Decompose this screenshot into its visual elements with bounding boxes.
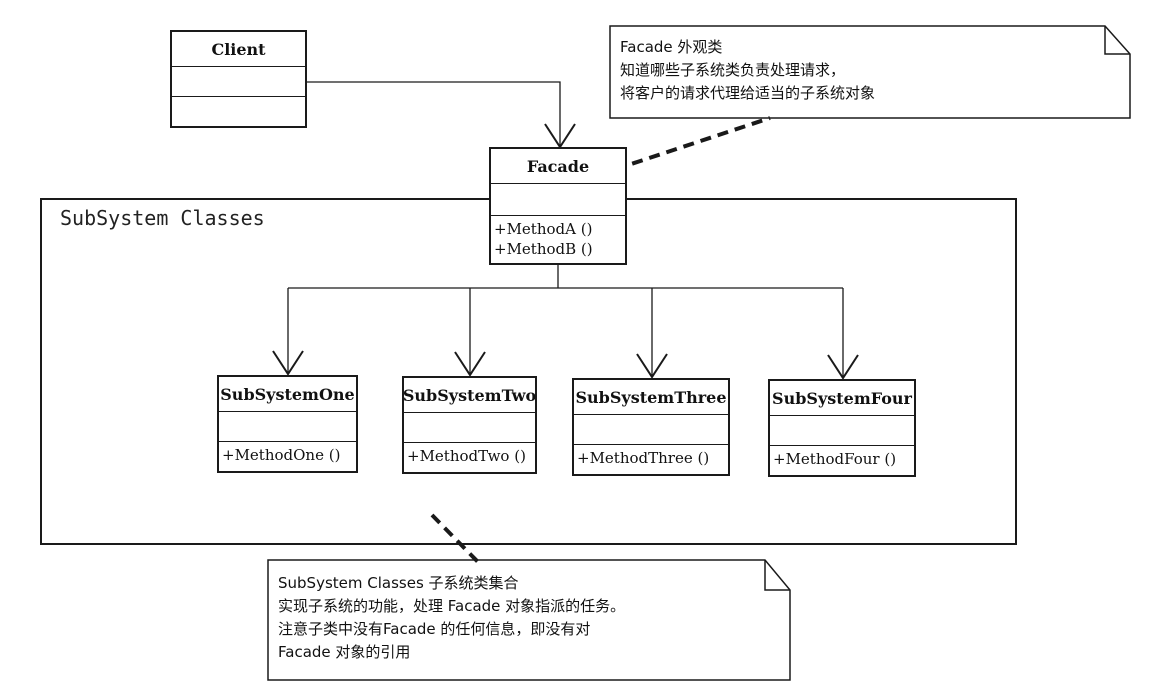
facade-operation: +MethodB () — [494, 240, 593, 258]
subsystem-one-operation: +MethodOne () — [222, 446, 341, 464]
facade-class: Facade +MethodA () +MethodB () — [489, 147, 627, 265]
client-attributes-compartment — [172, 67, 305, 97]
subsystem-three-class: SubSystemThree +MethodThree () — [572, 378, 730, 476]
facade-note-line: 知道哪些子系统类负责处理请求， — [620, 61, 846, 79]
subsystem-package-label: SubSystem Classes — [60, 206, 265, 230]
client-facade-association — [306, 81, 576, 149]
subsystem-note-line: 实现子系统的功能，处理 Facade 对象指派的任务。 — [278, 597, 626, 615]
subsystem-note-line: Facade 对象的引用 — [278, 643, 411, 661]
subsystem-four-operation: +MethodFour () — [773, 450, 897, 468]
subsystem-one-class: SubSystemOne +MethodOne () — [217, 375, 358, 473]
subsystem-three-attributes-compartment — [574, 415, 728, 445]
subsystem-note: SubSystem Classes 子系统类集合 实现子系统的功能，处理 Fac… — [278, 572, 625, 664]
subsystem-note-line: SubSystem Classes 子系统类集合 — [278, 574, 519, 592]
subsystem-two-operation: +MethodTwo () — [407, 447, 526, 465]
facade-attributes-compartment — [491, 184, 625, 216]
subsystem-three-operations-compartment: +MethodThree () — [574, 445, 728, 468]
facade-operations-compartment: +MethodA () +MethodB () — [491, 216, 625, 259]
subsystem-four-operations-compartment: +MethodFour () — [770, 446, 914, 469]
facade-note: Facade 外观类 知道哪些子系统类负责处理请求， 将客户的请求代理给适当的子… — [620, 36, 875, 105]
subsystem-one-operations-compartment: +MethodOne () — [219, 442, 356, 465]
subsystem-two-class: SubSystemTwo +MethodTwo () — [402, 376, 537, 474]
facade-note-line: Facade 外观类 — [620, 38, 723, 56]
subsystem-two-attributes-compartment — [404, 413, 535, 443]
facade-note-line: 将客户的请求代理给适当的子系统对象 — [620, 84, 876, 102]
subsystem-four-class: SubSystemFour +MethodFour () — [768, 379, 916, 477]
subsystem-two-class-name: SubSystemTwo — [403, 378, 536, 413]
facade-class-name: Facade — [491, 149, 625, 184]
subsystem-one-attributes-compartment — [219, 412, 356, 442]
subsystem-three-operation: +MethodThree () — [577, 449, 710, 467]
subsystem-one-class-name: SubSystemOne — [219, 377, 356, 412]
subsystem-note-line: 注意子类中没有Facade 的任何信息，即没有对 — [278, 620, 591, 638]
facade-operation: +MethodA () — [494, 220, 593, 238]
client-class-name: Client — [172, 32, 305, 67]
subsystem-three-class-name: SubSystemThree — [574, 380, 728, 415]
client-class: Client — [170, 30, 307, 128]
subsystem-four-class-name: SubSystemFour — [770, 381, 914, 416]
subsystem-two-operations-compartment: +MethodTwo () — [404, 443, 535, 466]
subsystem-four-attributes-compartment — [770, 416, 914, 446]
client-operations-compartment — [172, 97, 305, 100]
